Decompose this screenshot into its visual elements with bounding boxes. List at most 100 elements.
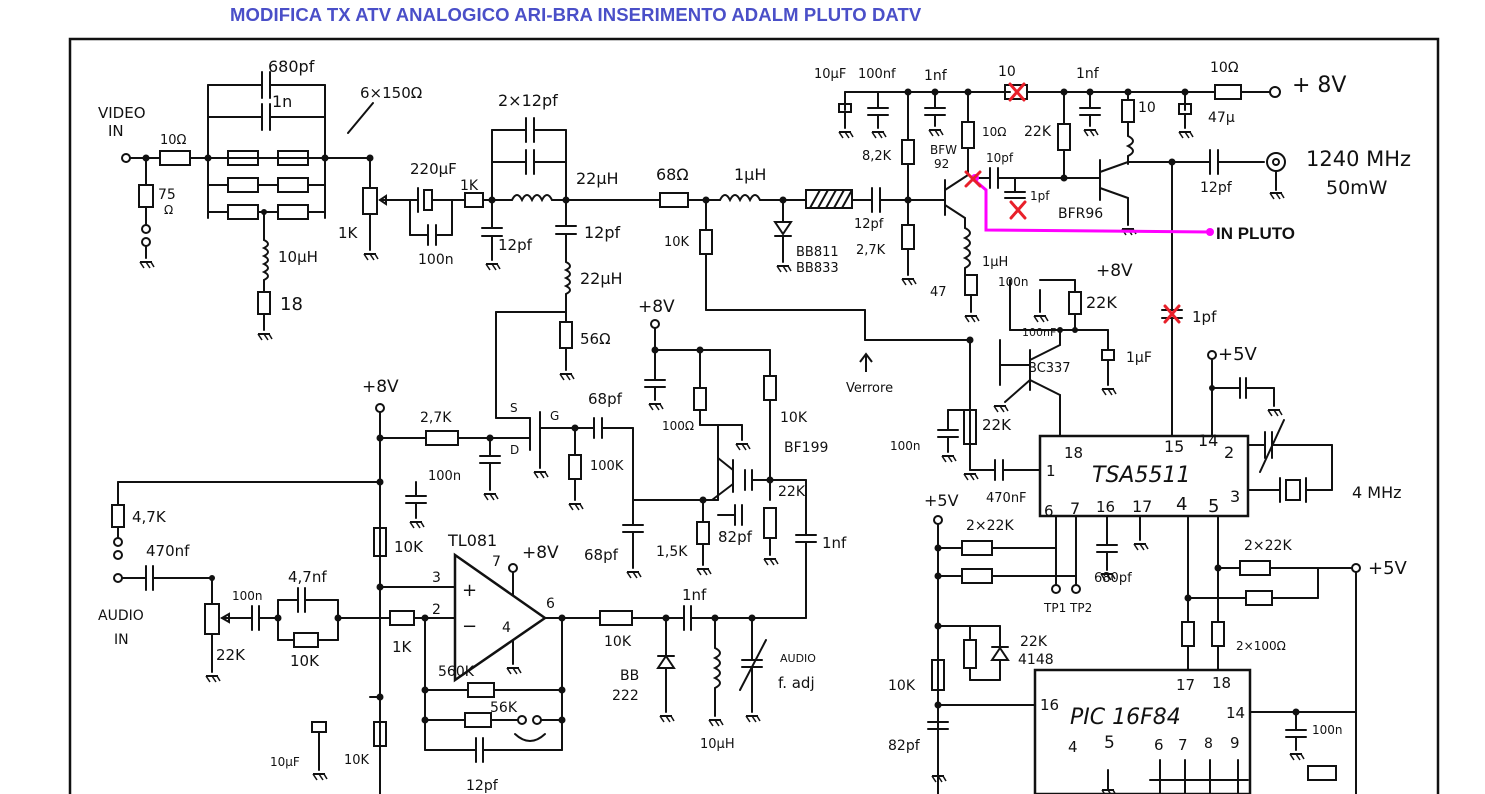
svg-text:22K: 22K xyxy=(1024,124,1052,140)
svg-text:1K: 1K xyxy=(338,224,359,242)
svg-text:6: 6 xyxy=(1044,502,1054,520)
svg-text:10μH: 10μH xyxy=(700,737,735,752)
svg-text:8: 8 xyxy=(1204,736,1213,752)
svg-text:22K: 22K xyxy=(1020,634,1048,650)
svg-text:Ω: Ω xyxy=(164,203,173,217)
svg-text:12pf: 12pf xyxy=(1200,180,1233,196)
svg-text:1nf: 1nf xyxy=(1076,66,1100,82)
svg-text:1: 1 xyxy=(1046,462,1056,480)
svg-text:+8V: +8V xyxy=(522,543,559,563)
audio-in-label: AUDIO xyxy=(98,608,144,624)
svg-text:10K: 10K xyxy=(664,235,690,250)
svg-text:10μF: 10μF xyxy=(270,755,300,769)
svg-text:2: 2 xyxy=(432,602,441,618)
svg-text:100n: 100n xyxy=(418,252,454,268)
svg-text:+5V: +5V xyxy=(1368,558,1408,579)
svg-text:1μH: 1μH xyxy=(982,255,1008,270)
svg-text:AUDIO: AUDIO xyxy=(780,652,816,665)
svg-text:10: 10 xyxy=(998,64,1016,80)
svg-text:BB833: BB833 xyxy=(796,261,839,276)
svg-text:470nF: 470nF xyxy=(986,491,1027,506)
removed-component-crosses xyxy=(964,82,1181,324)
svg-text:4: 4 xyxy=(1068,738,1078,756)
svg-text:7: 7 xyxy=(1070,499,1080,518)
svg-text:22K: 22K xyxy=(778,484,806,500)
svg-text:TP2: TP2 xyxy=(1069,601,1092,615)
svg-text:100n: 100n xyxy=(232,589,263,603)
svg-text:10K: 10K xyxy=(780,410,808,426)
svg-text:14: 14 xyxy=(1198,431,1218,450)
svg-text:+5V: +5V xyxy=(924,491,959,510)
svg-text:220μF: 220μF xyxy=(410,160,457,178)
svg-text:G: G xyxy=(550,409,559,423)
svg-text:22μH: 22μH xyxy=(576,169,619,188)
transistor-bf199-label: BF199 xyxy=(784,440,828,456)
svg-text:6×150Ω: 6×150Ω xyxy=(360,84,422,102)
svg-text:BFW: BFW xyxy=(930,143,957,157)
svg-text:4: 4 xyxy=(502,620,511,636)
svg-text:10pf: 10pf xyxy=(986,151,1014,165)
svg-text:12pf: 12pf xyxy=(466,778,499,794)
svg-text:9: 9 xyxy=(1230,734,1240,752)
output-power-label: 50mW xyxy=(1326,177,1388,199)
svg-text:100Ω: 100Ω xyxy=(662,419,694,433)
svg-text:IN: IN xyxy=(114,632,129,648)
svg-text:560K: 560K xyxy=(438,664,475,680)
svg-text:47: 47 xyxy=(930,285,947,300)
svg-text:17: 17 xyxy=(1176,676,1195,694)
svg-text:6: 6 xyxy=(546,596,555,612)
svg-text:1nf: 1nf xyxy=(822,534,847,552)
tsa5511-label: TSA5511 xyxy=(1092,463,1190,488)
opamp-tl081-label: TL081 xyxy=(447,531,497,550)
svg-text:12pf: 12pf xyxy=(584,223,621,242)
svg-text:8,2K: 8,2K xyxy=(862,149,892,164)
svg-text:56Ω: 56Ω xyxy=(580,330,611,348)
svg-text:1nf: 1nf xyxy=(682,586,707,604)
svg-text:+8V: +8V xyxy=(638,297,675,317)
svg-text:1n: 1n xyxy=(272,92,292,111)
svg-text:D: D xyxy=(510,443,519,457)
diagram-border xyxy=(68,37,1440,794)
circuit-wires xyxy=(111,71,1361,794)
video-in-label: VIDEO xyxy=(98,104,146,122)
svg-text:12pf: 12pf xyxy=(854,217,884,232)
svg-text:TP1: TP1 xyxy=(1043,601,1066,615)
svg-text:−: − xyxy=(462,616,477,637)
svg-text:68Ω: 68Ω xyxy=(656,165,689,184)
svg-text:10K: 10K xyxy=(394,538,424,556)
svg-text:2×100Ω: 2×100Ω xyxy=(1236,639,1286,653)
svg-text:10K: 10K xyxy=(290,652,320,670)
pluto-connection-dot xyxy=(1206,228,1214,236)
svg-text:22K: 22K xyxy=(1086,293,1117,312)
svg-text:17: 17 xyxy=(1132,497,1152,516)
svg-text:+8V: +8V xyxy=(1096,261,1133,281)
svg-text:100K: 100K xyxy=(590,459,624,474)
transistor-bc337-label: BC337 xyxy=(1028,361,1071,376)
svg-text:100n: 100n xyxy=(998,275,1029,289)
svg-text:68pf: 68pf xyxy=(584,546,619,564)
svg-text:22K: 22K xyxy=(982,416,1012,434)
svg-text:1K: 1K xyxy=(460,178,479,194)
svg-text:100n: 100n xyxy=(428,469,461,484)
svg-text:7: 7 xyxy=(492,554,501,570)
svg-text:100nF: 100nF xyxy=(1022,326,1056,339)
svg-text:+5V: +5V xyxy=(1218,344,1258,365)
svg-text:100n: 100n xyxy=(890,439,921,453)
svg-text:10Ω: 10Ω xyxy=(160,133,187,148)
svg-text:1K: 1K xyxy=(392,638,413,656)
svg-text:1μF: 1μF xyxy=(1126,350,1152,366)
svg-text:4,7K: 4,7K xyxy=(132,508,167,526)
svg-text:5: 5 xyxy=(1104,733,1115,753)
svg-text:22μH: 22μH xyxy=(580,269,623,288)
svg-text:10μH: 10μH xyxy=(278,248,318,266)
pic16f84-label: PIC 16F84 xyxy=(1070,705,1181,730)
svg-text:100nf: 100nf xyxy=(858,67,896,82)
svg-text:4: 4 xyxy=(1176,494,1187,515)
svg-text:68pf: 68pf xyxy=(588,390,623,408)
svg-text:100n: 100n xyxy=(1312,723,1343,737)
svg-text:1nf: 1nf xyxy=(924,68,948,84)
svg-text:82pf: 82pf xyxy=(888,738,921,754)
svg-text:7: 7 xyxy=(1178,736,1188,754)
svg-text:10Ω: 10Ω xyxy=(982,125,1006,139)
verrore-label: Verrore xyxy=(846,381,893,396)
